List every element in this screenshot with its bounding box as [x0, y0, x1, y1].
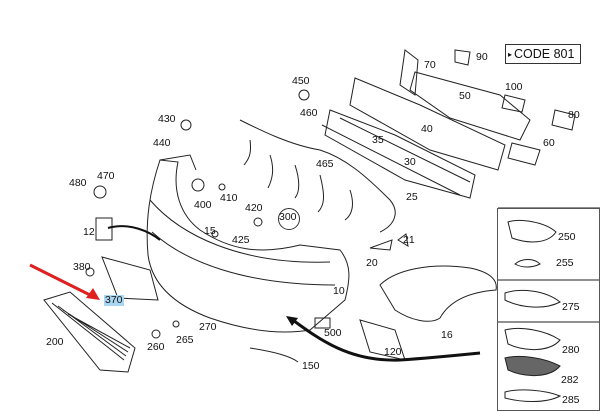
part-label: 460 [300, 107, 318, 119]
part-label: 430 [158, 113, 176, 125]
part-label: 10 [333, 285, 345, 297]
part-label: 21 [403, 234, 415, 246]
part-label: 400 [194, 199, 212, 211]
lower-grille [43, 291, 136, 373]
part-label: 20 [366, 257, 378, 269]
part-label: 450 [292, 75, 310, 87]
part-label: 150 [302, 360, 320, 372]
detail-panel [497, 208, 600, 411]
part-label: 480 [69, 177, 87, 189]
part-label: 40 [421, 123, 433, 135]
part-label: 120 [384, 346, 402, 358]
impact-beam-50 [409, 71, 531, 141]
highlighted-part-label: 370 [104, 294, 124, 306]
part-label: 500 [324, 327, 342, 339]
part-label: 265 [176, 334, 194, 346]
code-badge: ▸ CODE 801 [505, 44, 581, 64]
callout-label-300: 300 [279, 211, 297, 223]
part-label: 100 [505, 81, 523, 93]
part-label: 425 [232, 234, 250, 246]
part-label: 16 [441, 329, 453, 341]
callout-circle-300 [278, 208, 300, 230]
arch-liner [379, 265, 497, 322]
highlight-arrow [29, 263, 97, 300]
part-label: 282 [561, 374, 579, 386]
code-text: CODE 801 [514, 47, 575, 61]
part-label: 260 [147, 341, 165, 353]
part-label: 380 [73, 261, 91, 273]
part-label: 30 [404, 156, 416, 168]
bumper-cover [146, 159, 350, 333]
part-label: 470 [97, 170, 115, 182]
part-label: 15 [204, 225, 216, 237]
part-label: 80 [568, 109, 580, 121]
part-label: 270 [199, 321, 217, 333]
part-label: 465 [316, 158, 334, 170]
part-label: 90 [476, 51, 488, 63]
part-label: 275 [562, 301, 580, 313]
part-label: 250 [558, 231, 576, 243]
part-label: 60 [543, 137, 555, 149]
part-label: 285 [562, 394, 580, 406]
plate-370 [101, 256, 159, 301]
part-label: 12 [83, 226, 95, 238]
wiring-harness [239, 119, 396, 233]
part-label: 410 [220, 192, 238, 204]
part-label: 280 [562, 344, 580, 356]
part-label: 50 [459, 90, 471, 102]
part-label: 420 [245, 202, 263, 214]
part-label: 25 [406, 191, 418, 203]
code-arrow-icon: ▸ [508, 49, 513, 59]
part-label: 200 [46, 336, 64, 348]
part-label: 440 [153, 137, 171, 149]
part-label: 70 [424, 59, 436, 71]
part-label: 255 [556, 257, 574, 269]
part-label: 35 [372, 134, 384, 146]
